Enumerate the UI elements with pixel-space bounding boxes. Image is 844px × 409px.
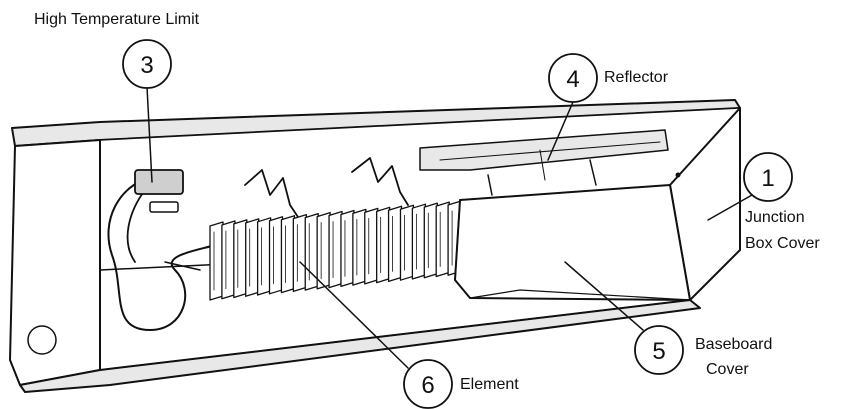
callout-1-label-line-1: Junction — [745, 209, 805, 226]
leader-6 — [299, 261, 409, 369]
callout-4-circle — [548, 53, 598, 103]
callout-3-number: 3 — [140, 52, 153, 79]
callout-4-number: 4 — [566, 66, 579, 93]
element-fin — [387, 205, 403, 283]
leader-4 — [547, 101, 574, 161]
housing-floor — [19, 299, 701, 393]
callout-3-label: High Temperature Limit — [34, 11, 200, 28]
element-fin — [233, 219, 248, 299]
callout-3-circle — [122, 39, 172, 89]
leader-1 — [707, 194, 753, 221]
leader-lines — [146, 86, 753, 369]
support-brackets — [244, 157, 597, 221]
callout-1-label-line-2: Box Cover — [745, 235, 820, 252]
element-fin — [376, 206, 391, 284]
element-fin — [268, 216, 284, 295]
callout-6-circle — [403, 359, 453, 409]
element-fin — [221, 220, 236, 300]
housing-front-edge — [99, 299, 691, 371]
callout-6: 6 Element — [403, 359, 519, 409]
element-fin — [352, 208, 367, 286]
callout-5: 5 Baseboard Cover — [634, 325, 772, 378]
element-fin — [435, 201, 450, 278]
callout-1-number: 1 — [761, 165, 774, 192]
element-fin — [280, 215, 296, 294]
element-fin — [316, 211, 331, 290]
element-fin — [340, 209, 355, 288]
callout-5-label-line-1: Baseboard — [695, 336, 772, 353]
limit-switch — [134, 169, 184, 195]
callout-4-label: Reflector — [604, 69, 669, 86]
element-fin — [423, 202, 438, 279]
element-fin — [364, 207, 379, 285]
housing-left-end — [9, 139, 101, 386]
callout-6-label: Element — [460, 376, 519, 393]
element-fin — [399, 204, 415, 281]
element-fin — [245, 218, 260, 297]
callout-3: 3 High Temperature Limit — [34, 11, 200, 89]
callout-6-number: 6 — [421, 372, 434, 399]
leader-5 — [564, 261, 644, 331]
element-fin — [411, 203, 427, 280]
callout-5-number: 5 — [652, 338, 665, 365]
callout-1-circle — [743, 152, 793, 202]
callout-5-circle — [634, 325, 684, 375]
baseboard-cover — [454, 172, 691, 301]
element-fin — [256, 217, 272, 296]
element-fin — [209, 221, 224, 301]
callout-1: 1 Junction Box Cover — [743, 152, 820, 252]
knockout-circle — [27, 325, 57, 355]
element-fin — [292, 214, 307, 292]
limit-switch-terminal — [149, 201, 179, 213]
leader-3 — [146, 86, 153, 183]
callout-5-label-line-2: Cover — [706, 361, 749, 378]
wiring — [107, 169, 216, 331]
reflector — [419, 129, 669, 181]
callout-4: 4 Reflector — [548, 53, 669, 103]
element-fin — [328, 210, 343, 289]
